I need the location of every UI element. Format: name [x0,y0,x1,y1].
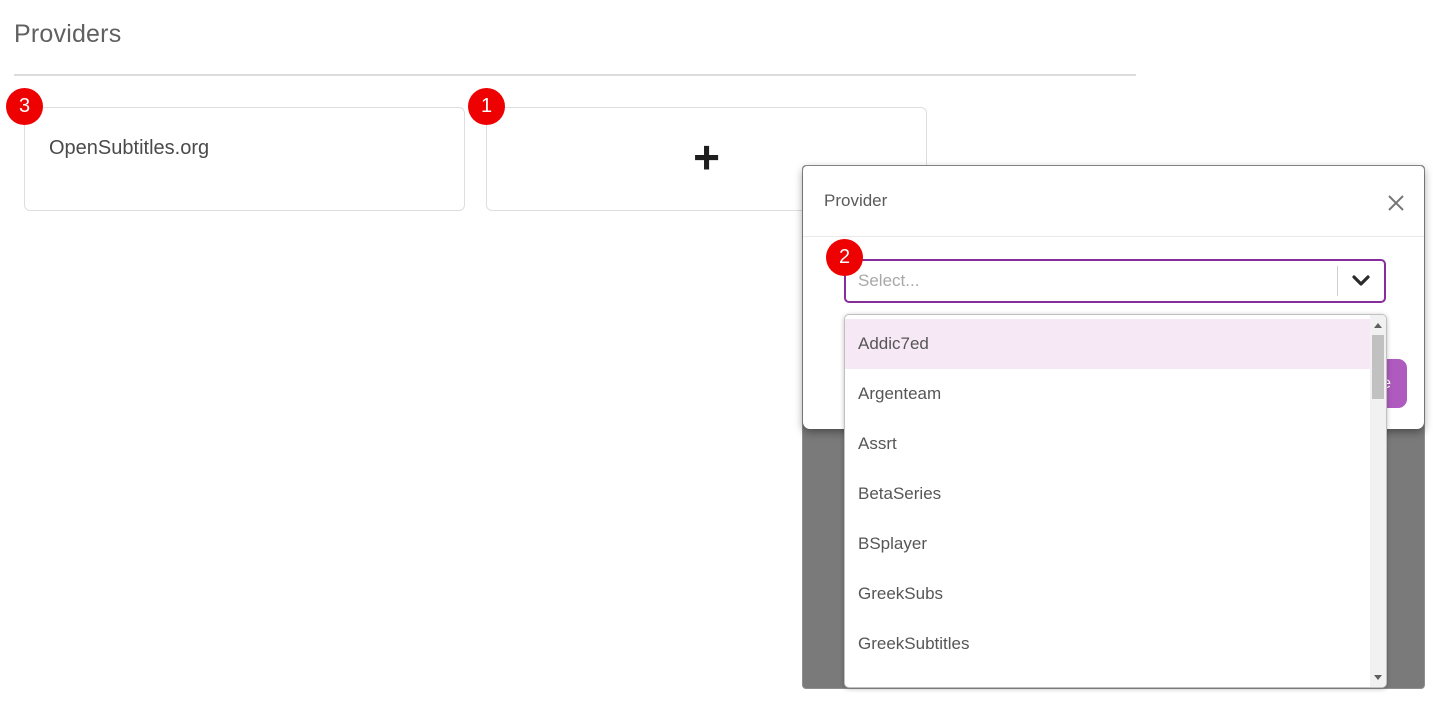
select-placeholder: Select... [858,271,920,290]
annotation-badge-3: 3 [6,88,43,125]
dropdown-option-bsplayer[interactable]: BSplayer [858,534,927,553]
scrollbar-thumb[interactable] [1372,335,1384,399]
annotation-badge-2: 2 [826,239,863,276]
add-provider-card[interactable]: + [486,107,927,211]
dropdown-option-clipped[interactable]: Hosszupuska [845,669,1371,687]
chevron-down-icon[interactable] [1338,275,1384,287]
provider-card-label: OpenSubtitles.org [49,137,210,159]
dropdown-option-addic7ed[interactable]: Addic7ed [845,319,1371,369]
provider-modal-region: Provider Select... Save Addic7ed Arg [802,165,1425,689]
annotation-badge-1: 1 [468,88,505,125]
dropdown-option-betaseries[interactable]: BetaSeries [858,484,942,503]
triangle-down-icon [1374,674,1382,680]
dropdown-option-argenteam[interactable]: Argenteam [858,384,942,403]
dropdown-option-greeksubs[interactable]: GreekSubs [858,584,944,603]
scrollbar-up-button[interactable] [1370,317,1386,333]
title-divider [14,74,1136,76]
dropdown-option-assrt[interactable]: Assrt [858,434,897,453]
provider-card-opensubtitles[interactable]: OpenSubtitles.org [24,107,465,211]
dropdown-option-greeksubtitles[interactable]: GreekSubtitles [858,634,970,653]
scrollbar-down-button[interactable] [1370,669,1386,685]
dropdown-list: Addic7ed Argenteam Assrt BetaSeries BSpl… [845,319,1371,687]
triangle-up-icon [1374,322,1382,328]
close-icon[interactable] [1387,194,1405,212]
modal-header: Provider [803,166,1424,237]
plus-icon: + [693,131,720,183]
provider-select[interactable]: Select... [844,259,1386,303]
modal-title: Provider [824,191,888,210]
select-separator [1337,266,1338,296]
page-title: Providers [14,20,122,48]
dropdown-scrollbar[interactable] [1370,315,1386,687]
provider-dropdown-menu: Addic7ed Argenteam Assrt BetaSeries BSpl… [844,314,1387,688]
